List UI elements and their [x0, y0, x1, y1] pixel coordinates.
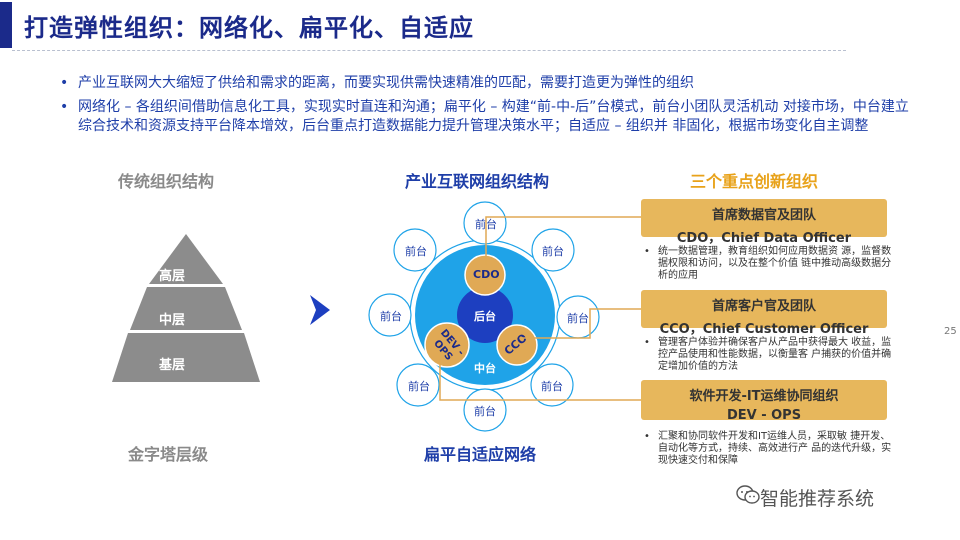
page-title: 打造弹性组织：网络化、扁平化、自适应: [24, 14, 474, 42]
bullet-text: 产业互联网大大缩短了供给和需求的距离，而要实现供需快速精准的匹配，需要打造更为弹…: [78, 75, 694, 91]
watermark-text: 智能推荐系统: [760, 488, 875, 510]
pyramid-label-base: 基层: [159, 358, 186, 373]
bullet-item: • 产业互联网大大缩短了供给和需求的距离，而要实现供需快速精准的匹配，需要打造更…: [60, 74, 910, 93]
title-divider: [12, 50, 846, 51]
devops-description: • 汇聚和协同软件开发和IT运维人员，采取敏 捷开发、自动化等方式，持续、高效进…: [644, 431, 894, 467]
cdo-label: CDO: [473, 268, 500, 281]
pyramid-label-middle: 中层: [159, 313, 186, 328]
cco-description: • 管理客户体验并确保客户从产品中获得最大 收益，监控产品使用和性能数据，以衡量…: [644, 337, 894, 373]
backend-core-circle: [457, 287, 513, 343]
front-node-label: 前台: [474, 405, 496, 418]
bullet-marker: •: [644, 337, 650, 348]
cdo-description: • 统一数据管理，教育组织如何应用数据资 源，监督数据权限和访问，以及在整个价值…: [644, 246, 894, 282]
pyramid-base-level: [112, 333, 260, 382]
cdo-description-text: 统一数据管理，教育组织如何应用数据资 源，监督数据权限和访问，以及在整个价值 链…: [658, 246, 892, 281]
bullet-text: 网络化 – 各组织间借助信息化工具，实现实时直连和沟通；扁平化 – 构建“前-中…: [78, 99, 909, 134]
network-diagram: [368, 201, 600, 432]
devops-card-title: 软件开发-IT运维协同组织: [689, 389, 839, 404]
innovation-org-heading: 三个重点创新组织: [690, 172, 819, 191]
bullet-item: • 网络化 – 各组织间借助信息化工具，实现实时直连和沟通；扁平化 – 构建“前…: [60, 98, 910, 136]
cdo-card: 首席数据官及团队 CDO，Chief Data Officer: [641, 199, 887, 246]
devops-description-text: 汇聚和协同软件开发和IT运维人员，采取敏 捷开发、自动化等方式，持续、高效进行产…: [658, 431, 892, 466]
wechat-icon: [736, 485, 760, 504]
arrow-right-icon: [310, 295, 330, 325]
cdo-card-subtitle: CDO，Chief Data Officer: [676, 231, 852, 246]
front-node-label: 前台: [567, 312, 589, 325]
devops-node: [424, 322, 470, 368]
front-node-label: 前台: [542, 245, 564, 258]
backend-label: 后台: [474, 310, 496, 323]
cco-node: [496, 324, 538, 366]
traditional-structure-heading: 传统组织结构: [118, 172, 215, 191]
pyramid-middle-level: [130, 287, 242, 330]
network-caption: 扁平自适应网络: [424, 445, 537, 464]
page-number: 25: [944, 326, 957, 337]
front-node-label: 前台: [541, 380, 563, 393]
bullet-marker: •: [644, 246, 650, 257]
front-node: [393, 228, 437, 272]
cco-description-text: 管理客户体验并确保客户从产品中获得最大 收益，监控产品使用和性能数据，以衡量客 …: [658, 337, 892, 372]
middle-platform-label: 中台: [474, 362, 496, 375]
front-node: [463, 201, 507, 245]
pyramid-caption: 金字塔层级: [128, 445, 209, 464]
pyramid-label-top: 高层: [159, 269, 186, 284]
pyramid-top-level: [149, 234, 223, 284]
bullet-list: • 产业互联网大大缩短了供给和需求的距离，而要实现供需快速精准的匹配，需要打造更…: [60, 74, 910, 141]
front-node-label: 前台: [380, 310, 402, 323]
front-node: [396, 363, 440, 407]
front-node: [530, 363, 574, 407]
bullet-marker: •: [644, 431, 650, 442]
devops-card: 软件开发-IT运维协同组织 DEV - OPS: [641, 380, 887, 423]
cco-card-subtitle: CCO，Chief Customer Officer: [659, 322, 869, 337]
internet-structure-heading: 产业互联网组织结构: [405, 172, 550, 191]
cco-card-title: 首席客户官及团队: [711, 299, 816, 314]
title-accent-bar: [0, 2, 12, 48]
cdo-node: [464, 254, 506, 296]
pyramid-diagram: [112, 234, 260, 382]
devops-card-subtitle: DEV - OPS: [726, 408, 802, 423]
front-node: [531, 228, 575, 272]
front-node-label: 前台: [408, 380, 430, 393]
front-node-label: 前台: [405, 245, 427, 258]
cdo-card-title: 首席数据官及团队: [711, 208, 816, 223]
front-node: [368, 293, 412, 337]
cco-card: 首席客户官及团队 CCO，Chief Customer Officer: [641, 290, 887, 337]
bullet-marker: •: [60, 99, 69, 115]
bullet-marker: •: [60, 75, 69, 91]
